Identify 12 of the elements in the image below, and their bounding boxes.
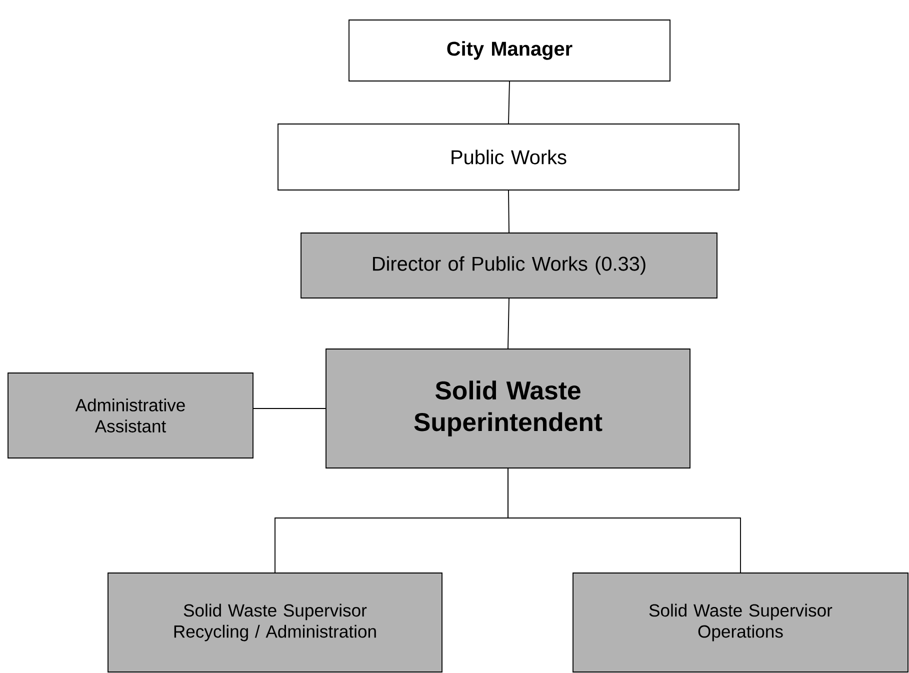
connector-line bbox=[508, 298, 510, 349]
connector-line bbox=[508, 81, 510, 124]
connector-line bbox=[253, 408, 326, 409]
position-box: Director of Public Works (0.33) bbox=[300, 232, 718, 298]
position-box: Solid Waste Supervisor Recycling / Administration bbox=[108, 572, 442, 672]
position-box: Solid Waste Superintendent bbox=[326, 348, 690, 468]
department-box: Public Works bbox=[278, 124, 740, 190]
manager-box: City Manager bbox=[348, 20, 670, 82]
connector-line bbox=[508, 468, 741, 573]
position-box: Administrative Assistant bbox=[8, 372, 254, 458]
connector-line bbox=[508, 190, 510, 233]
position-box: Solid Waste Supervisor Operations bbox=[572, 572, 908, 672]
